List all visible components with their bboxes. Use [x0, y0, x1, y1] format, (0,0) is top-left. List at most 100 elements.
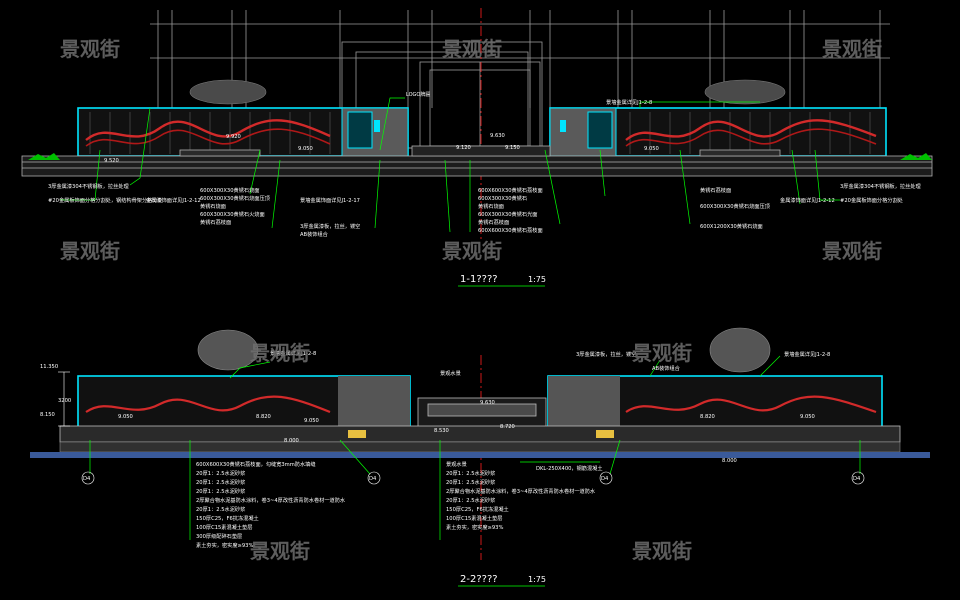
construction-note: 素土夯实，密实度≥93% [446, 523, 503, 531]
section-2-2 [30, 327, 930, 560]
callout-label: 黄锈石荔枝面 [478, 218, 509, 226]
leader-lines-2 [89, 355, 861, 540]
lamp-yellow-right [596, 430, 614, 438]
callout-label: 600X300X30黄锈石烧面压顶 [700, 202, 770, 210]
watermark-text: 景观街 [442, 37, 502, 61]
foundation-band [30, 425, 930, 458]
callout-label: 景墙金属详见J1-2-8 [270, 349, 316, 357]
level-label: 9.050 [118, 414, 133, 420]
level-dim-lines [58, 371, 70, 427]
level-label: 9.630 [480, 400, 495, 406]
callout-label: 黄锈石荔枝面 [200, 218, 231, 226]
construction-note: 300厚级配碎石垫层 [196, 532, 242, 540]
wall-lamp-icon [560, 120, 566, 132]
callout-label: 黄锈石烧面 [200, 202, 226, 210]
labels: 9.920 9.050 9.630 9.120 9.150 9.520 9.05… [40, 91, 921, 585]
construction-note: 100厚C15素混凝土垫层 [196, 523, 252, 531]
construction-note: 100厚C15素混凝土垫层 [446, 514, 502, 522]
section-mark-label: D4 [369, 476, 377, 482]
level-label: 9.050 [644, 146, 659, 152]
callout-label: 600X300X30黄锈石烧面压顶 [200, 194, 270, 202]
level-label: 8.530 [434, 428, 449, 434]
callout-label: 600X300X30黄锈石光面 [478, 210, 537, 218]
level-label: 8.820 [256, 414, 271, 420]
callout-label: 金属漆饰面详见J1-2-12 [146, 196, 201, 204]
callout-label: 景观水景 [440, 369, 461, 377]
construction-note: 20厚1：2.5水泥砂浆 [196, 469, 245, 477]
construction-note: 20厚1：2.5水泥砂浆 [446, 496, 495, 504]
callout-label: 3厚金属漆304不锈钢板，拉丝处理 [840, 182, 921, 190]
level-label: 9.050 [304, 418, 319, 424]
ground-steps [21, 145, 933, 177]
callout-label: AB装饰组合 [652, 364, 681, 372]
callout-label: 景墙金属详见J1-2-8 [784, 350, 830, 358]
drawing-title: 2-2???? [460, 574, 498, 585]
callout-label: AB装饰组合 [300, 230, 329, 238]
level-label: 9.520 [104, 158, 119, 164]
watermark-text: 景观街 [632, 539, 692, 563]
construction-note: 2厚聚合物水泥基防水涂料，卷3~4厚改性沥青防水卷材一道防水 [446, 487, 596, 495]
callout-label: 景墙金属详见J1-2-8 [606, 98, 652, 106]
callout-label: 3厚金属漆板，拉丝，镂空 [300, 222, 360, 230]
drawing-scale: 1:75 [528, 575, 546, 584]
dimension-label: 3200 [58, 398, 71, 404]
section-mark-label: D4 [853, 476, 861, 482]
callout-label: 3厚金属漆304不锈钢板，拉丝处理 [48, 182, 129, 190]
watermark-text: 景观街 [250, 539, 310, 563]
level-label: 8.000 [284, 438, 299, 444]
lamp-yellow-left [348, 430, 366, 438]
construction-note: 20厚1：2.5水泥砂浆 [196, 487, 245, 495]
callout-label: 黄锈石烧面 [478, 202, 504, 210]
callout-label: 景墙金属饰面详见J1-2-17 [300, 196, 360, 204]
title-underlines [458, 285, 545, 587]
leader-lines-1 [60, 97, 840, 233]
construction-note: 20厚1：2.5水泥砂浆 [196, 478, 245, 486]
section-mark-label: D4 [601, 476, 609, 482]
callout-label: 600X300X30黄锈石烧面 [200, 186, 259, 194]
watermark-text: 景观街 [632, 341, 692, 365]
callout-label: 600X600X30黄锈石荔枝面 [478, 226, 543, 234]
watermark-text: 景观街 [60, 239, 120, 263]
level-label: 11.350 [40, 364, 58, 370]
callout-label: 黄锈石荔枝面 [700, 186, 731, 194]
callout-label: 600X1200X30黄锈石烧面 [700, 222, 763, 230]
construction-note: 景观水景 [446, 460, 467, 468]
construction-note: 150厚C25，F6抗冻混凝土 [446, 505, 509, 513]
right-section-wall [547, 375, 883, 429]
construction-note: 600X600X30黄锈石荔枝面，勾缝宽3mm防水填缝 [196, 460, 316, 468]
callout-label: 600X300X30黄锈石 [478, 194, 527, 202]
watermark-text: 景观街 [822, 37, 882, 61]
wall-lamp-icon [374, 120, 380, 132]
level-label: 8.820 [700, 414, 715, 420]
level-label: 9.050 [298, 146, 313, 152]
shrubs-green [28, 153, 932, 160]
watermark-text: 景观街 [822, 239, 882, 263]
callout-label: 600X300X30黄锈石火烧面 [200, 210, 265, 218]
callout-label: 600X600X30黄锈石荔枝面 [478, 186, 543, 194]
level-label: 9.920 [226, 134, 241, 140]
construction-note: 素土夯实，密实度≥93% [196, 541, 253, 549]
logo-label: LOGO牌匾 [406, 91, 430, 98]
center-pool [417, 397, 547, 431]
level-label: 8.720 [500, 424, 515, 430]
elevation-1-1 [21, 8, 933, 240]
callout-label: #20金属板饰面分格分割处 [840, 196, 903, 204]
level-label: 9.630 [490, 133, 505, 139]
left-feature-wall [77, 107, 409, 157]
construction-note: 20厚1：2.5水泥砂浆 [446, 478, 495, 486]
watermark-text: 景观街 [250, 341, 310, 365]
right-feature-wall [549, 107, 887, 157]
tree-outline [189, 79, 786, 105]
watermark-text: 景观街 [60, 37, 120, 61]
section-marker [81, 471, 865, 485]
level-label: 8.150 [40, 412, 55, 418]
drawing-title: 1-1???? [460, 274, 498, 285]
level-label: 8.000 [722, 458, 737, 464]
section-mark-label: D4 [83, 476, 91, 482]
watermark-layer: 景观街 景观街 景观街 景观街 景观街 景观街 景观街 景观街 景观街 景观街 [60, 37, 882, 563]
callout-label: 3厚金属漆板，拉丝，镂空 [576, 350, 636, 358]
tree-outline [197, 327, 771, 373]
level-label: 9.150 [505, 145, 520, 151]
construction-note: 2厚聚合物水泥基防水涂料，卷3~4厚改性沥青防水卷材一道防水 [196, 496, 346, 504]
